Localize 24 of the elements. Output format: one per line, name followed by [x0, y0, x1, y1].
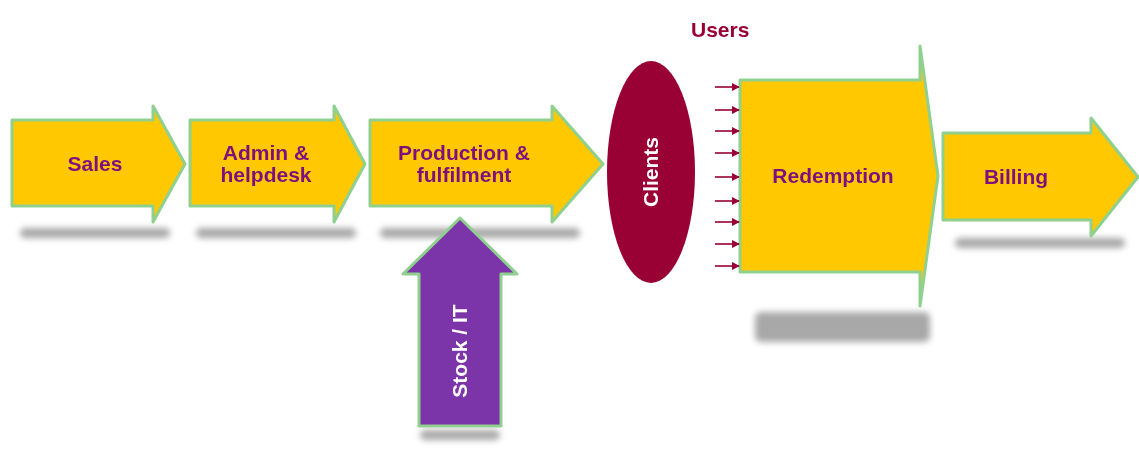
node-label: Redemption: [772, 165, 894, 187]
process-stage: [738, 44, 940, 308]
arrow: [714, 218, 740, 226]
node-label: Sales: [67, 153, 123, 175]
arrow: [714, 127, 740, 135]
process-stage: [10, 104, 187, 224]
arrow: [714, 240, 740, 248]
input-stage: [401, 216, 519, 428]
arrow: [714, 197, 740, 205]
node-label: Stock / IT: [449, 304, 471, 398]
arrow: [714, 149, 740, 157]
node-label: Production & fulfilment: [397, 142, 531, 186]
group-label: Users: [691, 17, 750, 43]
process-stage: [188, 104, 367, 224]
arrow: [714, 173, 740, 181]
arrow: [714, 106, 740, 114]
clients-ellipse: [606, 60, 696, 284]
node-label: Admin & helpdesk: [219, 142, 313, 186]
process-stage: [941, 116, 1139, 238]
arrow: [714, 83, 740, 91]
node-label: Billing: [983, 166, 1049, 188]
process-stage: [368, 104, 605, 224]
arrow: [714, 262, 740, 270]
node-label: Clients: [640, 137, 662, 207]
